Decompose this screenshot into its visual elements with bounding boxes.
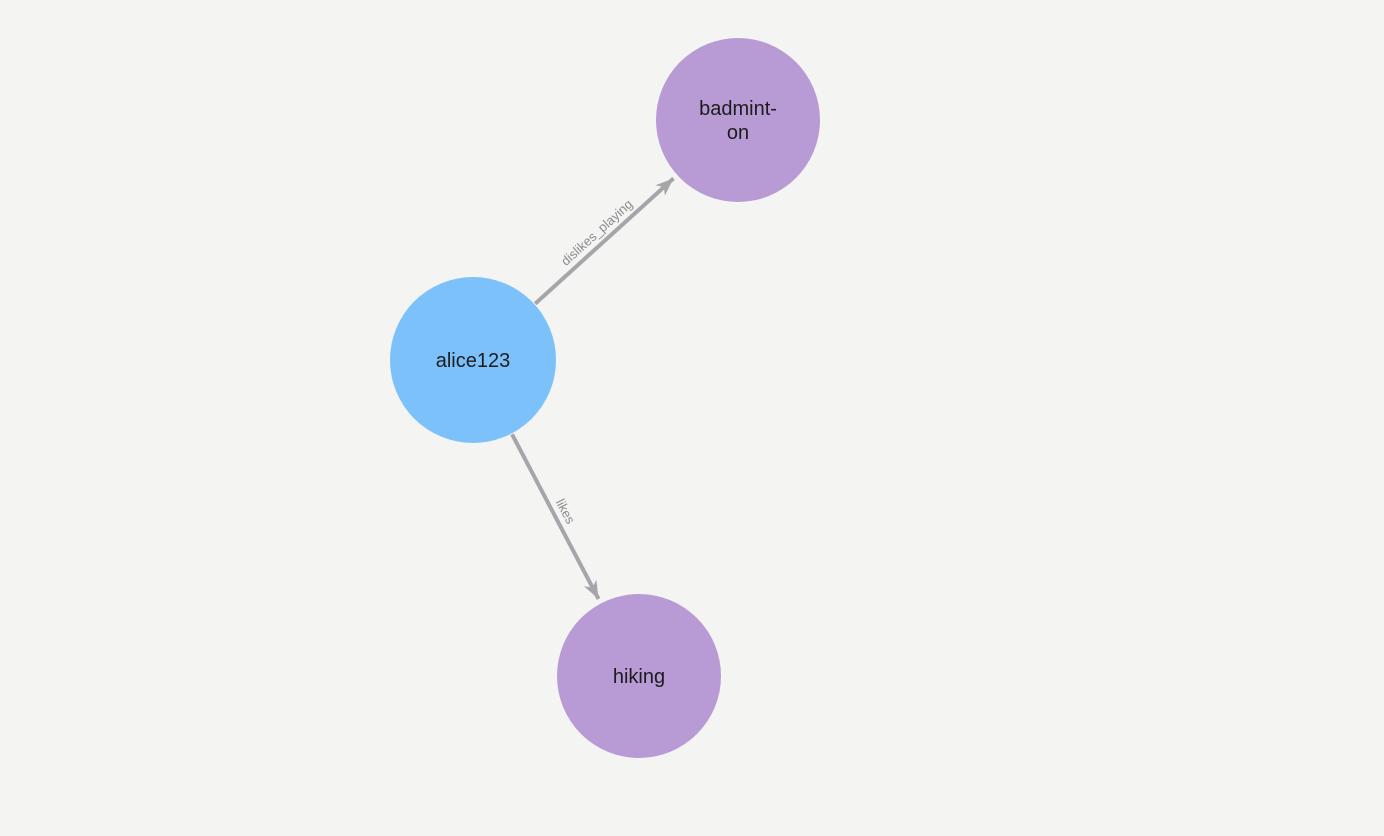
graph-node-alice123[interactable]: alice123: [390, 277, 556, 443]
edge-line[interactable]: [510, 433, 601, 600]
graph-edge-dislikes_playing[interactable]: dislikes_playing: [533, 176, 675, 306]
edge-line[interactable]: [533, 176, 675, 306]
graph-node-badminton[interactable]: badmint-on: [656, 38, 820, 202]
node-circle-alice123[interactable]: [390, 277, 556, 443]
graph-edge-likes[interactable]: likes: [510, 433, 601, 600]
edge-label[interactable]: dislikes_playing: [558, 196, 636, 268]
nodes-layer: alice123 badmint-on hiking: [390, 38, 820, 758]
node-circle-hiking[interactable]: [557, 594, 721, 758]
graph-node-hiking[interactable]: hiking: [557, 594, 721, 758]
node-circle-badminton[interactable]: [656, 38, 820, 202]
